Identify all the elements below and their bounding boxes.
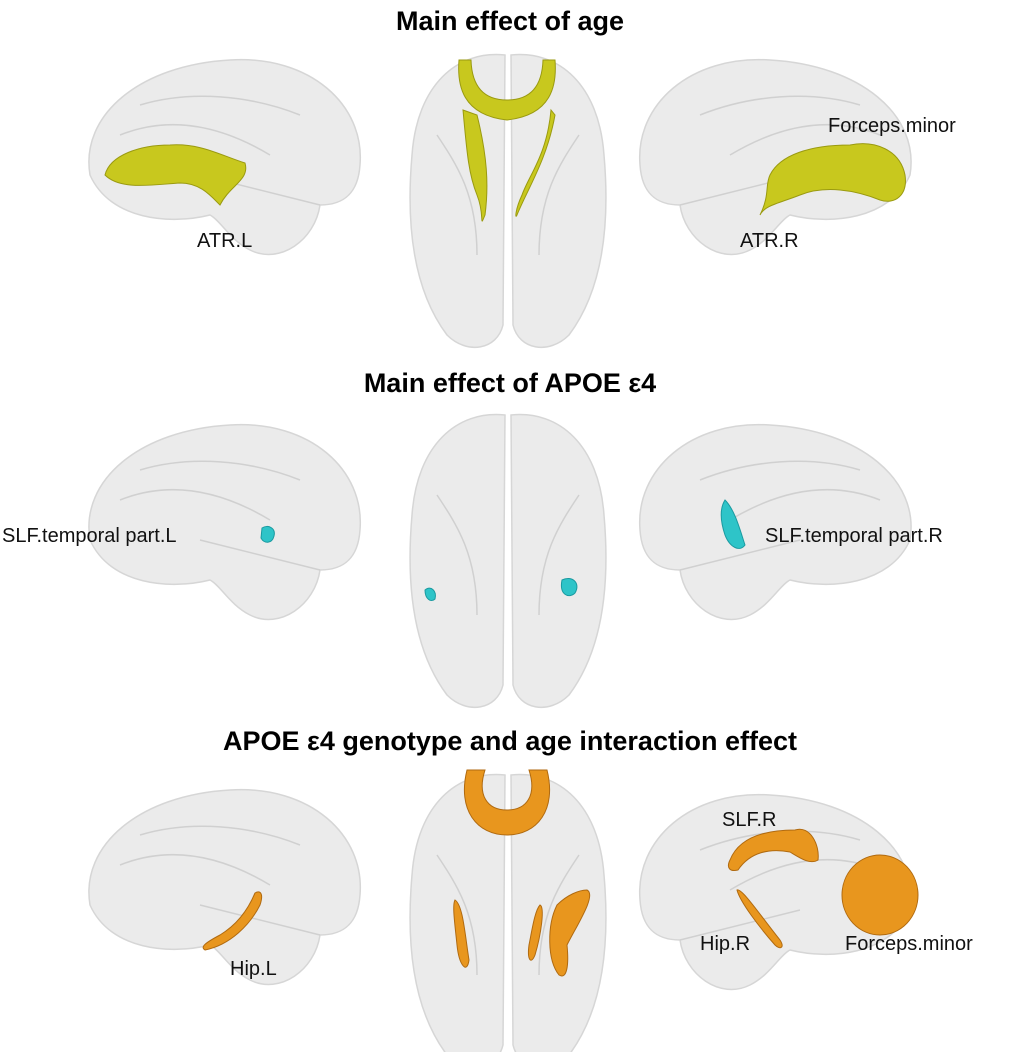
label-atr-l: ATR.L — [197, 230, 252, 252]
label-hip-r: Hip.R — [700, 933, 750, 955]
tract-hip-r — [736, 889, 783, 949]
tract-hip-dorsal-r — [528, 904, 543, 961]
panel-apoe: Main effect of APOE ε4 SLF.temporal part… — [2, 368, 943, 709]
label-hip-l: Hip.L — [230, 958, 277, 980]
label-slf-temporal-l: SLF.temporal part.L — [2, 525, 177, 547]
brain-right-lateral — [638, 58, 912, 256]
brain-left-lateral — [88, 58, 362, 256]
brain-right-lateral — [638, 793, 919, 991]
label-forceps-minor: Forceps.minor — [845, 933, 973, 955]
brain-left-lateral — [88, 788, 362, 986]
label-atr-r: ATR.R — [740, 230, 799, 252]
tract-slf-r — [727, 828, 819, 871]
brain-dorsal — [409, 413, 607, 709]
label-slf-r: SLF.R — [722, 809, 776, 831]
panel-interaction: APOE ε4 genotype and age interaction eff… — [88, 726, 973, 1052]
tract-hip-dorsal-l — [453, 899, 470, 968]
brain-dorsal — [409, 53, 607, 349]
tract-forceps-minor-dorsal — [463, 769, 551, 836]
tract-slf-dorsal-r — [560, 578, 578, 597]
panel-title: Main effect of age — [396, 6, 624, 36]
label-slf-temporal-r: SLF.temporal part.R — [765, 525, 943, 547]
tract-slf-dorsal-r — [549, 889, 591, 977]
panel-age: Main effect of age ATR.L ATR.R Forceps.m… — [88, 6, 956, 349]
tract-slf-temporal-l — [260, 525, 275, 543]
tract-forceps-minor — [841, 854, 919, 936]
brain-dorsal — [409, 769, 607, 1052]
tract-atr-left-dorsal — [462, 109, 488, 222]
panel-title: Main effect of APOE ε4 — [364, 368, 656, 398]
panel-title: APOE ε4 genotype and age interaction eff… — [223, 726, 797, 756]
tract-slf-temporal-r — [720, 499, 746, 549]
tract-atr-right-dorsal — [515, 108, 556, 217]
brain-left-lateral — [88, 423, 362, 621]
label-forceps-minor: Forceps.minor — [828, 115, 956, 137]
tract-atr-l — [104, 144, 247, 206]
tract-forceps-minor — [458, 59, 556, 121]
tract-atr-r — [759, 143, 906, 216]
brain-right-lateral — [638, 423, 912, 621]
tract-hip-l — [202, 891, 263, 951]
tract-slf-dorsal-l — [424, 587, 436, 602]
